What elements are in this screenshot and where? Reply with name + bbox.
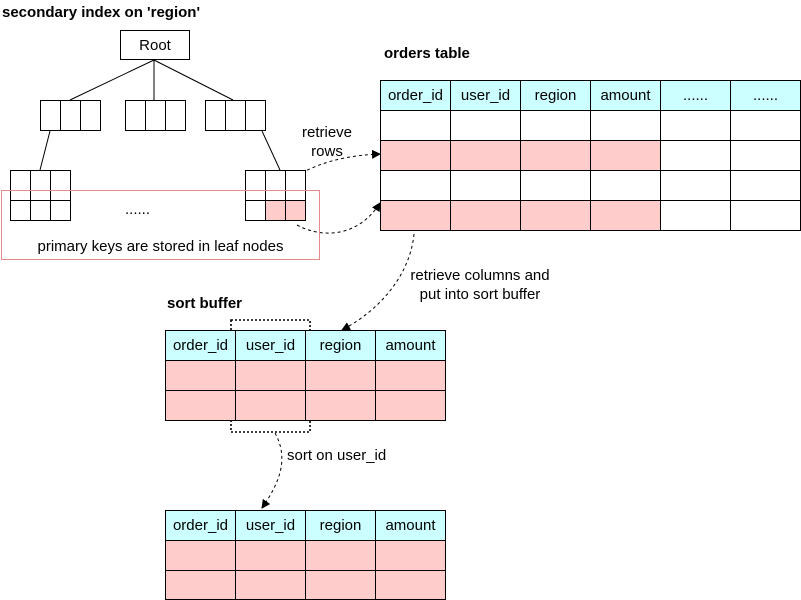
leaf-note-box xyxy=(1,190,320,260)
sort-buffer-header-cell: region xyxy=(305,330,376,361)
retrieve-columns-arrow xyxy=(341,233,415,331)
tree-edge xyxy=(69,59,155,101)
retrieve-rows-label: retrieve rows xyxy=(296,123,358,161)
orders-header-cell: order_id xyxy=(380,80,451,111)
tree-edge xyxy=(261,130,281,171)
orders-header-cell: ...... xyxy=(730,80,801,111)
leaf-ellipsis: ...... xyxy=(125,201,151,218)
tree-edge xyxy=(39,130,51,171)
index-title: secondary index on 'region' xyxy=(2,4,201,21)
orders-header-cell: amount xyxy=(590,80,661,111)
orders-header-cell: ...... xyxy=(660,80,731,111)
sort-buffer-header-cell: user_id xyxy=(235,330,306,361)
root-label: Root xyxy=(139,36,171,54)
retrieve-columns-label: retrieve columns and put into sort buffe… xyxy=(400,266,560,304)
sort-buffer-title: sort buffer xyxy=(167,295,242,312)
retrieve-columns-label-line: put into sort buffer xyxy=(419,286,541,303)
retrieve-rows-label-line: retrieve xyxy=(301,124,353,141)
orders-table-title: orders table xyxy=(384,45,470,62)
leaf-note: primary keys are stored in leaf nodes xyxy=(37,238,284,255)
sorted-header-cell: order_id xyxy=(165,510,236,541)
table-row-highlighted xyxy=(380,200,451,231)
sorted-header-cell: region xyxy=(305,510,376,541)
table-row-highlighted xyxy=(380,140,451,171)
sort-buffer-header-cell: amount xyxy=(375,330,446,361)
orders-header-cell: region xyxy=(520,80,591,111)
sort-arrow xyxy=(261,432,283,509)
tree-edge xyxy=(153,59,234,101)
root-node: Root xyxy=(120,30,190,60)
retrieve-rows-arrow-1 xyxy=(271,149,381,194)
sorted-header-cell: amount xyxy=(375,510,446,541)
orders-header-cell: user_id xyxy=(450,80,521,111)
retrieve-columns-label-line: retrieve columns and xyxy=(410,267,550,284)
sort-label: sort on user_id xyxy=(287,447,387,464)
retrieve-rows-label-line: rows xyxy=(311,143,343,160)
sort-buffer-header-cell: order_id xyxy=(165,330,236,361)
sorted-header-cell: user_id xyxy=(235,510,306,541)
